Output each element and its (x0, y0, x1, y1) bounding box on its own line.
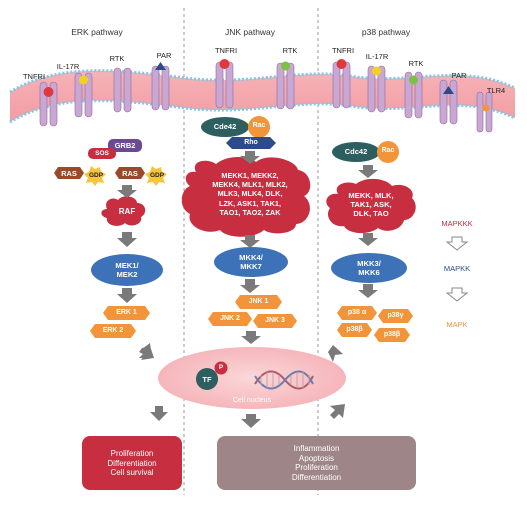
legend-arrow-2 (445, 287, 469, 302)
mkk36-shape (331, 253, 407, 283)
p38a-shape (337, 306, 377, 320)
raf-label: RAF (118, 207, 136, 216)
gdp-label-1: GDP (88, 172, 104, 179)
label-rtk-jnk: RTK (282, 46, 298, 55)
sos-shape (88, 148, 116, 159)
ras-shape-1 (54, 167, 84, 179)
receptor-tnfri-erk (39, 81, 58, 127)
receptor-rtk-erk (113, 67, 132, 113)
label-par-p38: PAR (451, 71, 467, 80)
jnk-pathway-title: JNK pathway (224, 27, 276, 37)
receptor-il17r-p38 (367, 65, 386, 113)
receptor-tnfri-jnk (215, 59, 234, 109)
label-il17r-erk: IL-17R (56, 62, 80, 71)
erk1-label: ERK 1 (116, 309, 137, 316)
label-rtk-erk: RTK (109, 54, 125, 63)
p38-pathway-title: p38 pathway (361, 27, 411, 37)
mkk47-label: MKK4/ MKK7 (239, 253, 263, 272)
receptor-par-p38 (439, 79, 458, 125)
mkk47-shape (214, 247, 288, 277)
rac-label-p38: Rac (381, 147, 395, 154)
raf-shape (101, 196, 146, 226)
dna-helix-icon (254, 370, 314, 390)
label-tnfri-jnk: TNFRI (214, 46, 238, 55)
mek-label: MEK1/ MEK2 (115, 261, 139, 280)
grb2-label: GRB2 (114, 141, 136, 150)
erk2-shape (90, 324, 136, 338)
outcome-right-text: Inflammation Apoptosis Proliferation Dif… (291, 444, 342, 482)
legend-mapkk: MAPKK (443, 264, 471, 273)
rho-label: Rho (244, 139, 258, 146)
jnk1-shape (235, 295, 282, 309)
jnk2-shape (208, 312, 252, 326)
rac-label-jnk: Rac (252, 122, 266, 129)
jnk2-label: JNK 2 (220, 315, 240, 322)
jnk-mapkkk-label: MEKK1, MEKK2, MEKK4, MLK1, MLK2, MLK3, M… (212, 171, 288, 217)
phosphate-circle (214, 361, 228, 375)
jnk3-label: JNK 3 (265, 317, 285, 324)
legend-mapkkk: MAPKKK (441, 219, 473, 228)
grb2-shape (108, 139, 142, 152)
receptor-tlr4-p38 (476, 91, 493, 133)
flow-arrows (117, 151, 378, 428)
legend-mapk: MAPK (446, 320, 468, 329)
rac-shape-jnk (248, 116, 270, 138)
label-il17r-p38: IL-17R (365, 52, 389, 61)
outcome-box-right (217, 436, 416, 490)
receptor-rtk-jnk (276, 61, 295, 110)
tf-circle (196, 368, 218, 390)
tf-label: TF (202, 375, 212, 384)
mkk36-label: MKK3/ MKK6 (357, 259, 381, 278)
label-tnfri-erk: TNFRI (22, 72, 46, 81)
gdp-star-2 (145, 166, 167, 186)
cell-nucleus (158, 347, 346, 409)
label-rtk-p38: RTK (408, 59, 424, 68)
erk-pathway-title: ERK pathway (71, 27, 123, 37)
rho-shape (226, 137, 276, 149)
receptor-il17r-erk (74, 72, 93, 118)
label-tlr4-p38: TLR4 (486, 86, 506, 95)
p38b-label: p38β (346, 326, 363, 333)
nucleus-label: Cell nucleus (232, 397, 272, 404)
p38b2-label: p38β (383, 331, 401, 338)
receptors (39, 59, 493, 133)
gdp-star-1 (84, 166, 106, 186)
erk2-label: ERK 2 (102, 327, 124, 334)
cdc42-label-jnk: Cde42 (213, 122, 237, 131)
erk1-shape (103, 306, 150, 320)
p38y-label: p38γ (387, 312, 404, 319)
p38-mapkkk-shape (326, 178, 416, 234)
receptor-tnfri-p38 (332, 59, 351, 109)
receptor-par-erk (151, 62, 170, 111)
cdc42-label-p38: Cdc42 (344, 147, 368, 156)
p38-mapkkk-label: MEKK, MLK, TAK1, ASK, DLK, TAO (348, 191, 394, 219)
rac-shape-p38 (377, 141, 399, 163)
p38b-shape (337, 323, 372, 337)
p38b2-shape (374, 328, 410, 342)
gdp-label-2: GDP (149, 172, 165, 179)
receptor-rtk-p38 (404, 71, 423, 119)
jnk-mapkkk-shape (181, 157, 311, 237)
p38a-label: p38 α (347, 309, 367, 316)
outcome-box-left (82, 436, 182, 490)
outcome-left-text: Proliferation Differentiation Cell survi… (107, 449, 157, 477)
ras-label-2: RAS (122, 169, 138, 178)
mek-shape (91, 254, 163, 286)
label-par-erk: PAR (156, 51, 172, 60)
jnk3-shape (253, 314, 297, 328)
phosphate-label: P (218, 364, 224, 371)
arrow-erk-nucleus (139, 346, 154, 360)
label-tnfri-p38: TNFRI (331, 46, 355, 55)
legend-arrow-1 (445, 236, 469, 251)
cdc42-shape-jnk (201, 117, 249, 137)
p38y-shape (378, 309, 413, 323)
ras-shape-2 (115, 167, 145, 179)
jnk1-label: JNK 1 (248, 298, 269, 305)
sos-label: SOS (95, 150, 109, 157)
cdc42-shape-p38 (332, 142, 380, 162)
ras-label-1: RAS (61, 169, 77, 178)
